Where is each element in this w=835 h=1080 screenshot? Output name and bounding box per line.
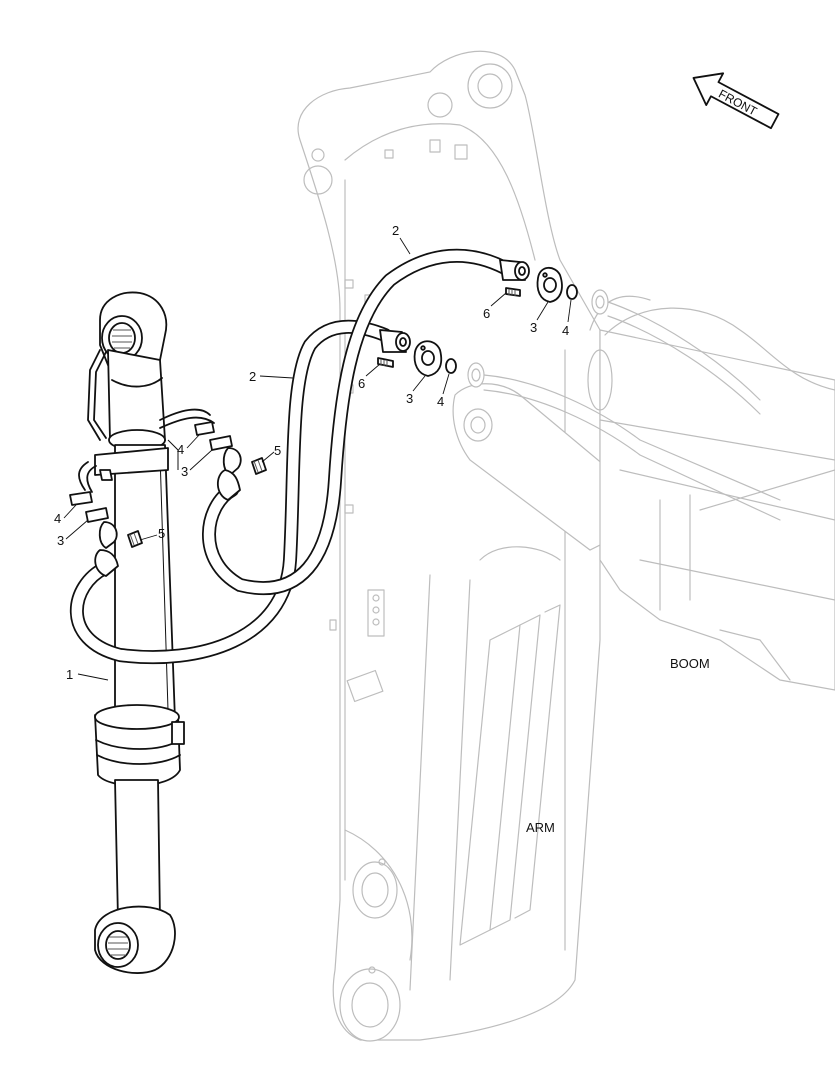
arm-structure — [297, 50, 616, 1042]
callout-hose-lower: 2 — [249, 369, 256, 384]
callout-bolt-mid: 6 — [358, 376, 365, 391]
front-arrow-icon — [692, 72, 780, 130]
callout-oring-upper: 4 — [562, 323, 569, 338]
callout-bolt-upper: 6 — [483, 306, 490, 321]
hoses — [69, 248, 512, 665]
arm-label: ARM — [526, 820, 555, 835]
callout-clamp-b-flange: 3 — [57, 533, 64, 548]
front-arrow: FRONT — [692, 72, 780, 130]
callout-hose-upper: 2 — [392, 223, 399, 238]
callouts: 1 2 2 6 3 4 6 3 4 4 3 5 4 3 5 — [54, 223, 572, 682]
callout-clamp-b-oring: 4 — [54, 511, 61, 526]
callout-clamp-a-flange: 3 — [181, 464, 188, 479]
cylinder-fittings — [69, 421, 267, 577]
arm-cylinder — [78, 291, 215, 974]
callout-oring-mid: 4 — [437, 394, 444, 409]
callout-cylinder: 1 — [66, 667, 73, 682]
boom-structure — [587, 295, 835, 691]
upper-fittings — [377, 259, 781, 521]
callout-clamp-b-bolt: 5 — [158, 526, 165, 541]
callout-flange-upper: 3 — [530, 320, 537, 335]
callout-flange-mid: 3 — [406, 391, 413, 406]
callout-clamp-a-oring: 4 — [177, 442, 184, 457]
boom-label: BOOM — [670, 656, 710, 671]
callout-clamp-a-bolt: 5 — [274, 443, 281, 458]
